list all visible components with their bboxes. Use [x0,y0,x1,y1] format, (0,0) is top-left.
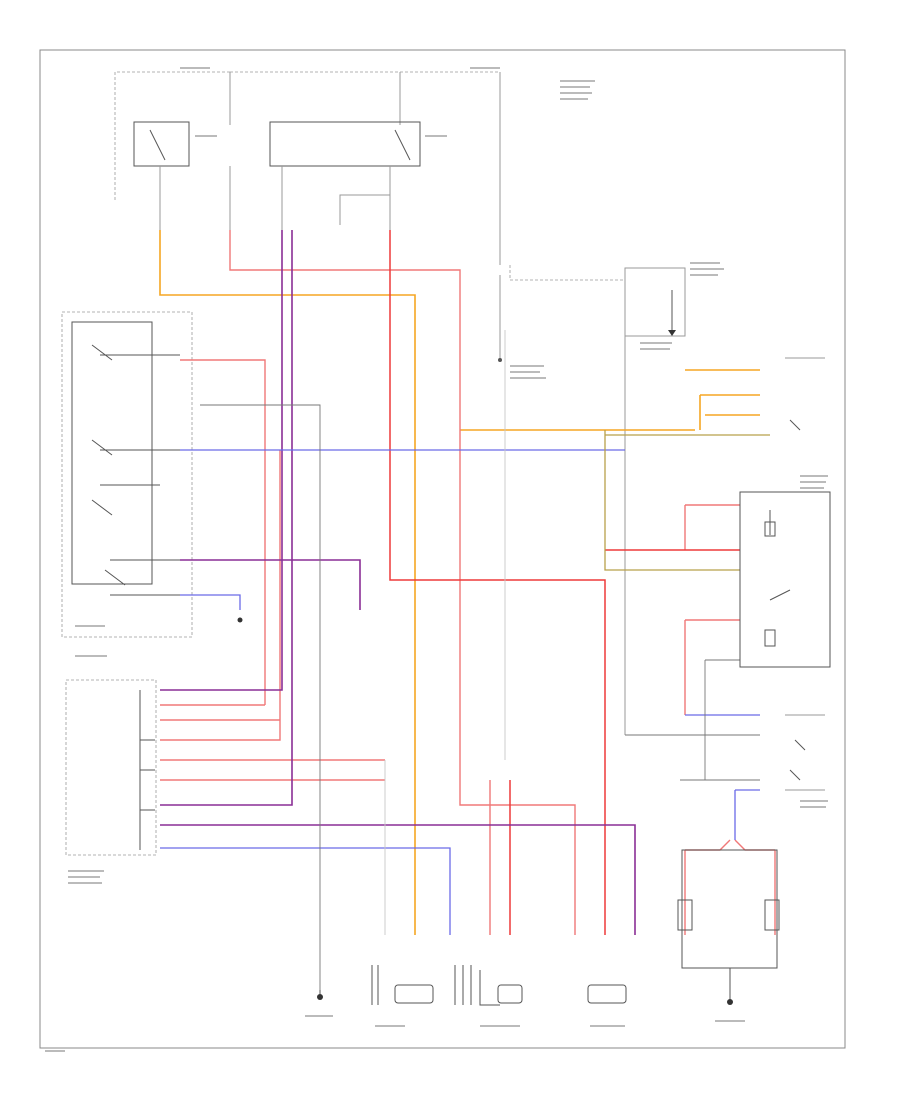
right-relay-area [498,265,686,735]
diagram-frame [39,49,846,1049]
headlight-switch-block [61,311,193,638]
center-lamp [497,984,523,1004]
power-feed-top [114,71,501,265]
wire-blue [160,449,760,935]
combination-switch-block [65,679,157,856]
wire-gray [200,404,760,990]
right-lamp [764,899,780,931]
wire-red [389,230,740,935]
right-connector-box [739,357,831,791]
bottom-connectors [237,617,627,1006]
label-marks [45,67,828,1052]
tail-light-box [677,849,780,1005]
underhood-ground-box [624,267,686,337]
switch-dashed-box [61,311,193,638]
fuse-block-right [269,121,421,167]
wire-ltgray [384,330,506,935]
left-headlight [394,984,434,1004]
wire-orange [159,230,760,935]
wire-olive [604,430,770,571]
wire-purple [160,230,636,935]
fuse-block-left [133,121,190,167]
right-headlight [587,984,627,1004]
left-lamp [677,899,693,931]
switch-inner-box [71,321,153,585]
wire-pink [160,230,776,935]
